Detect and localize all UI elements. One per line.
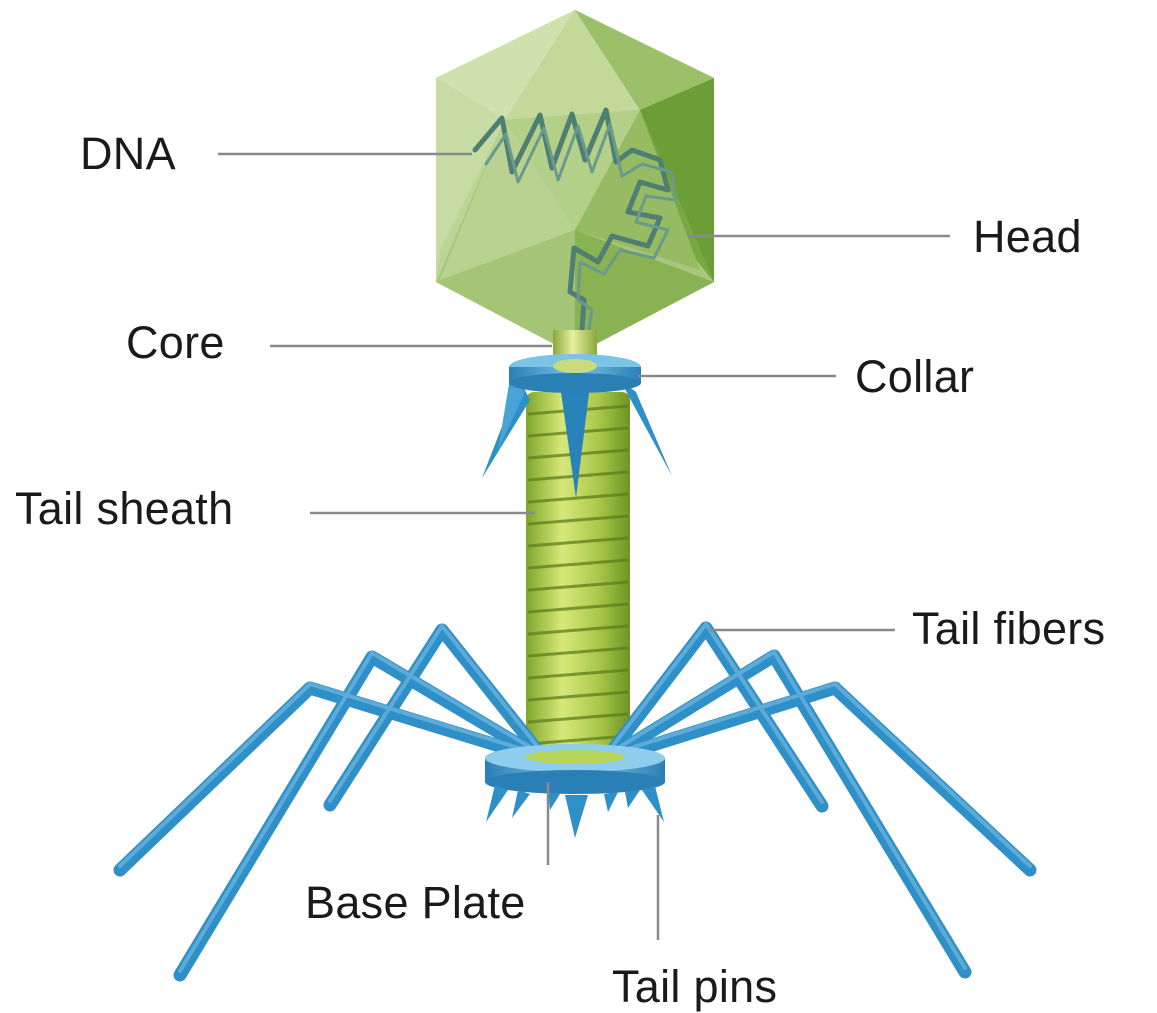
- label-dna: DNA: [80, 131, 176, 176]
- label-tail-pins: Tail pins: [612, 964, 777, 1009]
- label-collar: Collar: [855, 354, 974, 399]
- label-tail-fibers: Tail fibers: [912, 606, 1105, 651]
- label-head: Head: [973, 214, 1082, 259]
- label-base-plate: Base Plate: [305, 880, 526, 925]
- base-plate: [485, 744, 665, 794]
- label-tail-sheath: Tail sheath: [15, 486, 233, 531]
- label-core: Core: [126, 320, 225, 365]
